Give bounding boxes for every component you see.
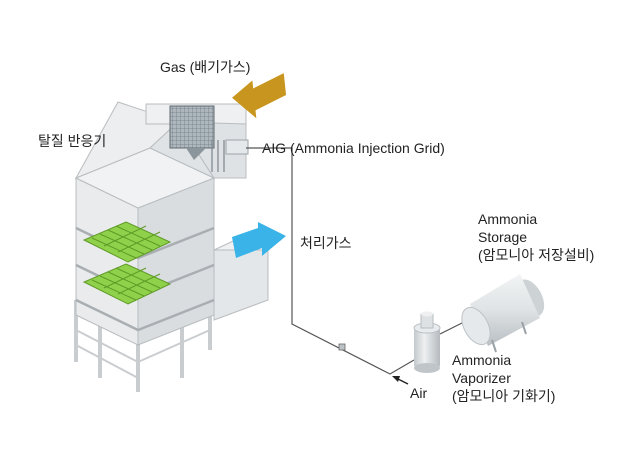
vaporizer-label-line-3: (암모니아 기화기) bbox=[452, 388, 556, 404]
denox-reactor bbox=[74, 101, 270, 392]
storage-label-line-1: Ammonia bbox=[478, 211, 538, 227]
ammonia-pipeline bbox=[246, 147, 415, 375]
air-inlet-arrow bbox=[392, 376, 409, 385]
treated-gas-arrow bbox=[232, 222, 286, 258]
ammonia-storage-tank bbox=[461, 274, 545, 353]
treated-gas-label: 처리가스 bbox=[300, 235, 352, 251]
vaporizer-label-line-2: Vaporizer bbox=[452, 370, 511, 386]
catalyst-layer-1 bbox=[82, 221, 172, 263]
air-label: Air bbox=[410, 385, 428, 401]
gas-label: Gas (배기가스) bbox=[160, 59, 251, 75]
gas-inlet-arrow bbox=[232, 73, 287, 119]
vaporizer-label: Ammonia Vaporizer (암모니아 기화기) bbox=[452, 351, 555, 405]
reactor-label: 탈질 반응기 bbox=[38, 133, 107, 149]
vaporizer-label-line-1: Ammonia bbox=[452, 352, 512, 368]
catalyst-layer-2 bbox=[82, 263, 172, 305]
storage-label-line-2: Storage bbox=[478, 229, 528, 245]
pipe-valve bbox=[338, 343, 346, 351]
storage-label: Ammonia Storage (암모니아 저장설비) bbox=[478, 210, 594, 264]
aig-label: AIG (Ammonia Injection Grid) bbox=[262, 140, 445, 156]
ammonia-vaporizer bbox=[413, 311, 441, 373]
ammonia-injection-grid bbox=[169, 105, 215, 149]
storage-label-line-3: (암모니아 저장설비) bbox=[478, 247, 595, 263]
